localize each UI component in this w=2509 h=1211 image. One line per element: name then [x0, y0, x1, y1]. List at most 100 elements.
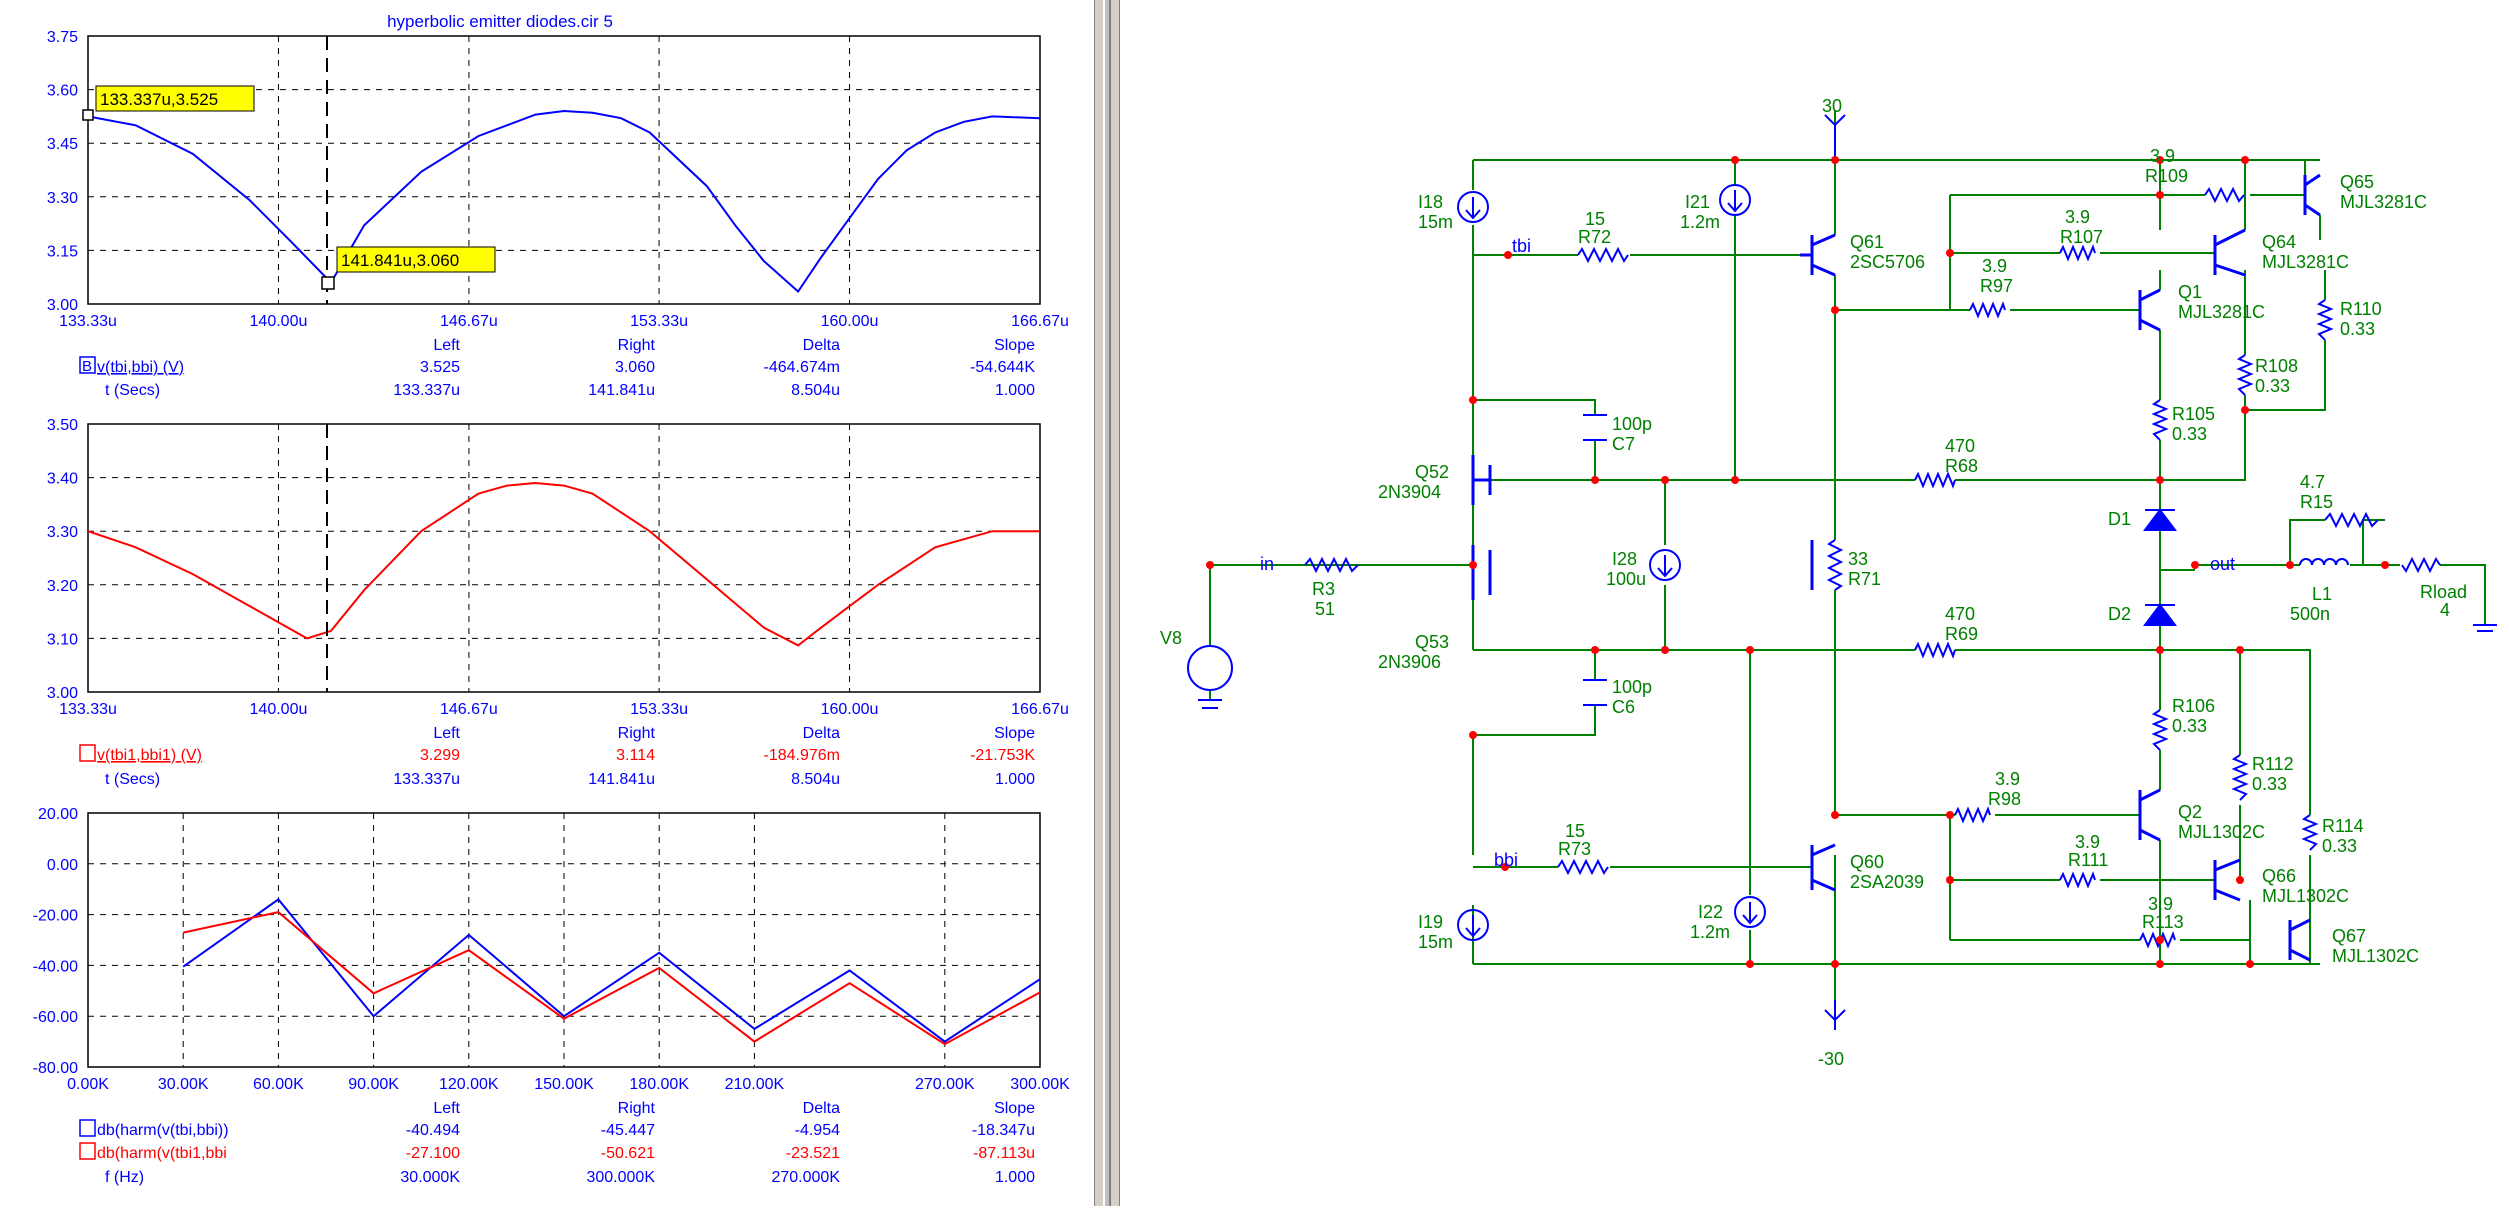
- plot3-header-slope: Slope: [994, 1100, 1035, 1117]
- plot2-header-left: Left: [433, 725, 460, 742]
- label-R106v: 0.33: [2172, 716, 2207, 736]
- analysis-plots[interactable]: hyperbolic emitter diodes.cir 5 3.753.60…: [0, 0, 1094, 1206]
- y-tick-label: 3.45: [47, 136, 78, 153]
- label-R73: R73: [1558, 839, 1591, 859]
- plot1-y-tick-labels: 3.753.603.453.303.153.00: [47, 29, 78, 314]
- schematic-wires: [1209, 110, 2486, 1010]
- x-tick-label: 133.33u: [59, 701, 117, 718]
- label-I22v: 1.2m: [1690, 922, 1730, 942]
- y-tick-label: 3.50: [47, 417, 78, 434]
- plot2-trace-marker[interactable]: [79, 744, 96, 762]
- label-R113: R113: [2142, 912, 2184, 932]
- plot1-trace-marker[interactable]: [79, 356, 96, 374]
- y-tick-label: -80.00: [33, 1060, 78, 1077]
- x-tick-label: 30.00K: [158, 1076, 209, 1093]
- label-R108v: 0.33: [2255, 376, 2290, 396]
- splitter-grip[interactable]: [1103, 0, 1111, 1206]
- label-R105v: 0.33: [2172, 424, 2207, 444]
- label-R68v: 470: [1945, 436, 1975, 456]
- label-Q1: Q1: [2178, 282, 2202, 302]
- y-tick-label: -40.00: [33, 958, 78, 975]
- y-tick-label: 20.00: [38, 806, 78, 823]
- label-Q67t: MJL1302C: [2332, 946, 2419, 966]
- label-R69v: 470: [1945, 604, 1975, 624]
- x-tick-label: 0.00K: [67, 1076, 109, 1093]
- label-I22: I22: [1698, 902, 1723, 922]
- label-L1: L1: [2312, 584, 2332, 604]
- x-tick-label: 160.00u: [821, 313, 879, 330]
- plot1-x-left: 133.337u: [393, 382, 460, 399]
- label-R3v: 51: [1315, 599, 1335, 619]
- y-tick-label: 3.30: [47, 190, 78, 207]
- label-Rload: Rload: [2420, 582, 2467, 602]
- plot2-header-slope: Slope: [994, 725, 1035, 742]
- label-Q53t: 2N3906: [1378, 652, 1441, 672]
- x-tick-label: 270.00K: [915, 1076, 975, 1093]
- plot3-x-slope: 1.000: [995, 1169, 1035, 1186]
- label-C7v: 100p: [1612, 414, 1652, 434]
- label-I18v: 15m: [1418, 212, 1453, 232]
- plot2-trace-name[interactable]: v(tbi1,bbi1) (V): [97, 747, 202, 764]
- plot3-trace2-left: -27.100: [406, 1145, 460, 1162]
- schematic-canvas[interactable]: 30 -30 I18 15m I21 1.2m 15 R72 tbi Q61 2…: [1120, 0, 2509, 1206]
- plot3-trace2-name[interactable]: db(harm(v(tbi1,bbi: [97, 1145, 227, 1162]
- plot3-series-red-line: [182, 911, 1041, 1046]
- schematic-labels: 30 -30 I18 15m I21 1.2m 15 R72 tbi Q61 2…: [1160, 96, 2467, 1069]
- y-tick-label: 3.15: [47, 243, 78, 260]
- label-Q64: Q64: [2262, 232, 2296, 252]
- plot3-y-tick-labels: 20.000.00-20.00-40.00-60.00-80.00: [33, 806, 78, 1077]
- label-R72v: 15: [1585, 209, 1605, 229]
- y-tick-label: 3.60: [47, 83, 78, 100]
- label-R110: R110: [2340, 299, 2382, 319]
- label-Q66t: MJL1302C: [2262, 886, 2349, 906]
- window-splitter[interactable]: [1094, 0, 1120, 1206]
- schematic-junctions: [1206, 156, 2389, 968]
- y-tick-label: 3.20: [47, 578, 78, 595]
- plot1-right-cursor-label-bg: [336, 246, 496, 273]
- plot1-x-delta: 8.504u: [791, 382, 840, 399]
- plot2-slope-value: -21.753K: [970, 747, 1035, 764]
- plot3-trace1-name[interactable]: db(harm(v(tbi,bbi)): [97, 1122, 229, 1139]
- plot3-series-blue-line: [182, 898, 1041, 1043]
- label-R71v: 33: [1848, 549, 1868, 569]
- label-R98: R98: [1988, 789, 2021, 809]
- label-R110v: 0.33: [2340, 319, 2375, 339]
- label-Q61: Q61: [1850, 232, 1884, 252]
- plot3-cursor-table: Left Right Delta Slope db(harm(v(tbi,bbi…: [79, 1100, 1035, 1186]
- plot1-header-slope: Slope: [994, 337, 1035, 354]
- x-tick-label: 153.33u: [630, 701, 688, 718]
- schematic-editor[interactable]: 30 -30 I18 15m I21 1.2m 15 R72 tbi Q61 2…: [1120, 0, 2509, 1206]
- y-tick-label: 3.30: [47, 524, 78, 541]
- x-tick-label: 180.00K: [629, 1076, 689, 1093]
- label-R113v: 3.9: [2148, 894, 2173, 914]
- x-tick-label: 166.67u: [1011, 313, 1069, 330]
- plot1-header-delta: Delta: [803, 337, 840, 354]
- plot1-right-cursor-handle[interactable]: [321, 276, 335, 290]
- label-R112v: 0.33: [2252, 774, 2287, 794]
- plot3-frame: [87, 812, 1041, 1068]
- plot3-header-left: Left: [433, 1100, 460, 1117]
- x-tick-label: 166.67u: [1011, 701, 1069, 718]
- label-bbi: bbi: [1494, 850, 1518, 870]
- plot3-trace2-marker[interactable]: [79, 1142, 96, 1160]
- plot3-trace1-marker[interactable]: [79, 1119, 96, 1137]
- label-R114v: 0.33: [2322, 836, 2357, 856]
- plot3-trace1-slope: -18.347u: [972, 1122, 1035, 1139]
- y-tick-label: 3.00: [47, 685, 78, 702]
- label-C6v: 100p: [1612, 677, 1652, 697]
- plot1-header-left: Left: [433, 337, 460, 354]
- x-tick-label: 133.33u: [59, 313, 117, 330]
- plot2-frame: [87, 423, 1041, 693]
- plot1-left-cursor-label-bg: [95, 85, 255, 112]
- plot2-x-slope: 1.000: [995, 771, 1035, 788]
- plot1-trace-marker-letter: B: [82, 358, 92, 375]
- label-Q2t: MJL1302C: [2178, 822, 2265, 842]
- plot1-trace-name[interactable]: v(tbi,bbi) (V): [97, 359, 184, 376]
- plot1-left-cursor-handle[interactable]: [82, 109, 94, 121]
- plot2-x-delta: 8.504u: [791, 771, 840, 788]
- plot1-delta-value: -464.674m: [764, 359, 841, 376]
